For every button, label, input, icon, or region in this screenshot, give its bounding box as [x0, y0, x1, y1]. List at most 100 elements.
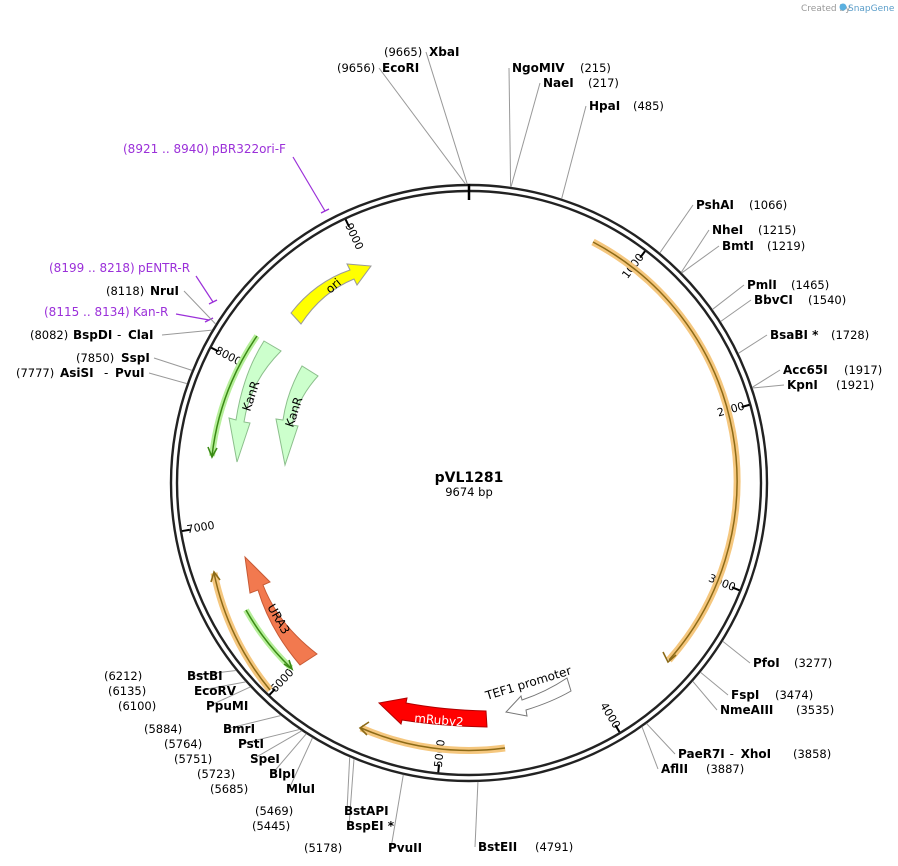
- feature-ura3[interactable]: URA3: [244, 555, 318, 666]
- site-leader-line: [561, 105, 587, 199]
- primer-pbr322ori-f[interactable]: (8921 .. 8940) pBR322ori-F: [123, 142, 330, 214]
- site-kpni[interactable]: (1921)KpnI: [752, 378, 875, 392]
- site-leader-line: [252, 730, 302, 760]
- site-leader-line: [680, 229, 710, 273]
- feature-ori[interactable]: ori: [290, 263, 372, 325]
- site-leader-line: [240, 728, 300, 745]
- orf-line-bottom: [360, 727, 506, 752]
- site-blpi[interactable]: (5723) BlpI: [197, 733, 307, 781]
- site-bsteii[interactable]: (4791)BstEII: [474, 781, 573, 854]
- tick-label: 4000: [597, 700, 623, 731]
- site-name: BbvCI: [754, 293, 793, 307]
- primer-kan-r[interactable]: (8115 .. 8134) Kan-R: [44, 305, 214, 323]
- site-pfoi[interactable]: (3277)PfoI: [722, 640, 833, 670]
- site-nhei[interactable]: (1215)NheI: [680, 223, 796, 273]
- site-name: BmrI: [223, 722, 255, 736]
- primer-pentr-r[interactable]: (8199 .. 8218) pENTR-R: [49, 261, 218, 305]
- site-nmeaiii[interactable]: (3535)NmeAIII: [692, 680, 834, 717]
- site-leader-line: [752, 369, 781, 388]
- site-leader-line: [183, 290, 217, 325]
- site-fspi[interactable]: (3474) FspI: [700, 671, 813, 702]
- tick-label: 9000: [342, 221, 366, 252]
- site-ppumi[interactable]: (6100)PpuMI: [118, 686, 251, 713]
- tick-label: 7000: [186, 519, 216, 536]
- site-name: BstAPI: [344, 804, 389, 818]
- site-naei[interactable]: (217) NaeI: [510, 76, 619, 188]
- site-name: BspEI *: [346, 819, 395, 833]
- site-bspei[interactable]: (5445)BspEI *: [252, 758, 395, 833]
- tick-mark: [210, 346, 219, 353]
- site-bstbi[interactable]: (6212)BstBI: [104, 669, 237, 683]
- site-position: (5178): [304, 841, 342, 855]
- site-paer7i[interactable]: (3858)PaeR7I-XhoI: [646, 723, 832, 761]
- orf-line-left: [213, 572, 271, 691]
- site-position: (5884): [144, 722, 182, 736]
- primer-range: (8115 .. 8134): [44, 305, 130, 319]
- site-name: KpnI: [787, 378, 818, 392]
- site-bbvci[interactable]: (1540)BbvCI: [720, 293, 847, 322]
- site-position: (6135): [108, 684, 146, 698]
- site-leader-line: [346, 757, 351, 812]
- site-psti[interactable]: (5764)PstI: [164, 728, 300, 751]
- site-spei[interactable]: (5751)SpeI: [174, 730, 302, 766]
- site-position: (5469): [255, 804, 293, 818]
- site-sspi[interactable]: (7850)SspI: [76, 351, 193, 371]
- site-bmti[interactable]: (1219)BmtI: [681, 239, 805, 274]
- credit-created-by: Created by: [801, 4, 851, 14]
- site-asisi[interactable]: (7777)AsiSI-PvuI: [16, 366, 188, 385]
- site-pshai[interactable]: (1066)PshAI: [659, 198, 787, 254]
- site-pvuii[interactable]: (5178)PvuII: [304, 774, 422, 855]
- feature-tef1-promoter[interactable]: TEF1 promoter: [483, 663, 573, 717]
- plasmid-size: 9674 bp: [445, 485, 493, 499]
- site-name: FspI: [731, 688, 759, 702]
- site-name: SpeI: [250, 752, 280, 766]
- site-nrui[interactable]: (8118)NruI: [106, 284, 217, 325]
- site-position: (3474): [775, 688, 813, 702]
- site-position: (1219): [767, 239, 805, 253]
- site-position: (9656): [337, 61, 375, 75]
- site-leader-line: [288, 737, 313, 790]
- site-xbai[interactable]: (9665)XbaI: [384, 45, 468, 185]
- site-position: (6212): [104, 669, 142, 683]
- site-name: BlpI: [269, 767, 295, 781]
- site-hpai[interactable]: (485)HpaI: [561, 99, 664, 199]
- snapgene-credit: Created by SnapGene: [801, 3, 895, 14]
- site-leader-line: [348, 758, 355, 827]
- green-line-ura3: [245, 609, 292, 669]
- site-leader-line: [225, 715, 282, 730]
- site-ecori[interactable]: (9656)EcoRI: [337, 61, 466, 185]
- site-bstapi[interactable]: (5469) BstAPI: [255, 757, 389, 818]
- site-ecorv[interactable]: (6135)EcoRV: [108, 681, 246, 698]
- site-position: (215): [580, 61, 611, 75]
- site-aflii[interactable]: (3887)AflII: [641, 726, 744, 776]
- kanr-2-arrow: [275, 365, 319, 467]
- site-bmri[interactable]: (5884) BmrI: [144, 715, 282, 736]
- site-position: (217): [588, 76, 619, 90]
- site-ngomiv[interactable]: (215)NgoMIV: [508, 61, 611, 187]
- site-name: NaeI: [543, 76, 574, 90]
- site-position: (7777): [16, 366, 54, 380]
- site-name: PstI: [238, 737, 264, 751]
- site-position: (5723): [197, 767, 235, 781]
- site-name: AflII: [661, 762, 688, 776]
- site-acc65i[interactable]: (1917)Acc65I: [752, 363, 882, 388]
- site-name: PpuMI: [206, 699, 248, 713]
- site-bsabi[interactable]: (1728)BsaBI *: [738, 328, 869, 354]
- orf-line-right: [592, 241, 738, 661]
- tick-mark: [437, 764, 441, 773]
- tick-mark: [639, 250, 646, 259]
- site-pmli[interactable]: (1465)PmlI: [712, 278, 829, 310]
- site-leader-line: [752, 384, 785, 389]
- feature-mruby2[interactable]: mRuby2: [377, 697, 488, 729]
- plasmid-name: pVL1281: [435, 470, 504, 486]
- site-name: BstEII: [478, 840, 517, 854]
- site-mlui[interactable]: (5685)MluI: [210, 737, 315, 796]
- site-bspdi[interactable]: (8082)BspDI-ClaI: [30, 328, 213, 342]
- site-leader-line: [508, 67, 512, 187]
- ura3-label: URA3: [264, 602, 292, 637]
- site-name: PfoI: [753, 656, 780, 670]
- tick-mark: [614, 724, 621, 733]
- feature-kanr-2[interactable]: KanR: [275, 365, 319, 467]
- ori-arrow: [290, 263, 372, 325]
- site-name: AsiSI: [60, 366, 94, 380]
